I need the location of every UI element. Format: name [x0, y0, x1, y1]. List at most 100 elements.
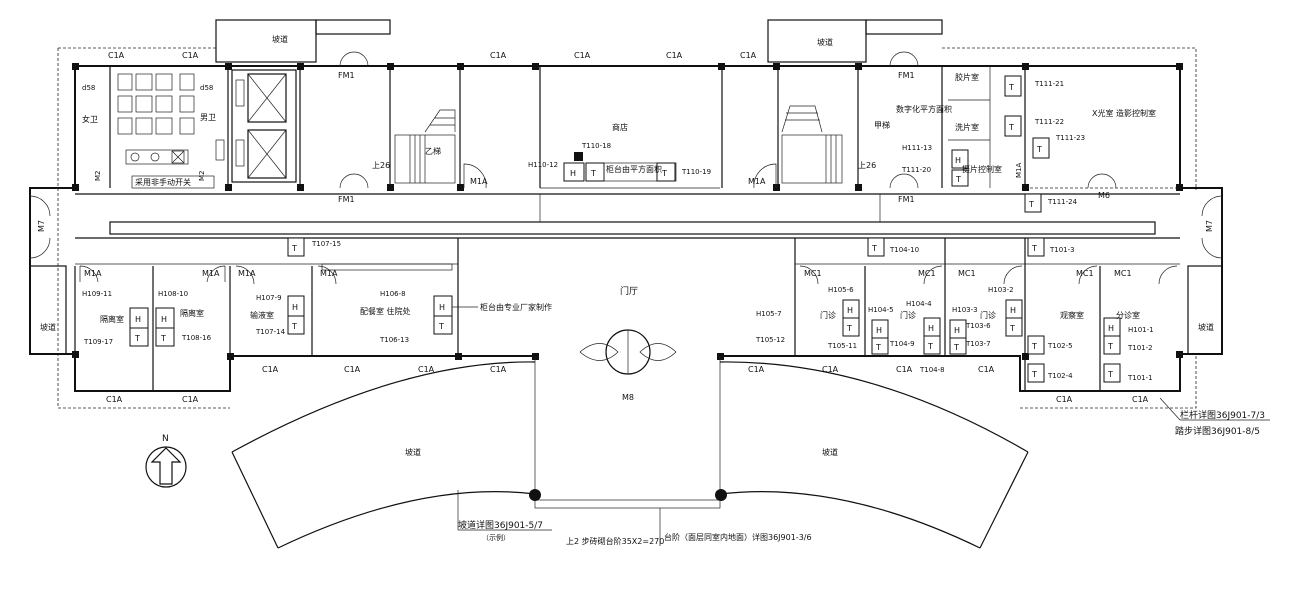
- plan-label: H105-7: [756, 310, 782, 318]
- room-hall: 门厅: [620, 285, 638, 297]
- plan-label: H: [955, 156, 961, 165]
- north-arrow: N: [145, 434, 187, 488]
- side-ramps: 坡道 坡道: [29, 265, 1223, 355]
- window-label: C1A: [666, 51, 683, 60]
- plan-label: T: [1031, 370, 1037, 379]
- platform-note: 台阶（面层同室内地面）详图36J901-3/6: [664, 532, 812, 542]
- plan-label: H: [1010, 306, 1016, 315]
- plan-label: MC1: [804, 269, 822, 278]
- plan-label: H107-9: [256, 294, 282, 302]
- plan-label: H: [954, 326, 960, 335]
- fixture-right-label: d58: [200, 84, 213, 92]
- plan-label: H: [570, 169, 576, 178]
- plan-label: T105-12: [755, 336, 785, 344]
- plan-label: T102-5: [1047, 342, 1073, 350]
- plan-label: T: [160, 334, 166, 343]
- filming-room: 摄片控制室: [962, 164, 1002, 174]
- room-observe: 观察室: [1060, 310, 1084, 320]
- detail-notes: 栏杆详图36J901-7/3 踏步详图36J901-8/5 坡道详图36J901…: [457, 397, 1270, 546]
- fixture-left-label: d58: [82, 84, 95, 92]
- room-labels: 商店 门厅 隔离室 隔离室 输液室 分诊室 门诊 门诊 门诊 观察室 胶片室 洗…: [100, 72, 1156, 324]
- plan-label: T: [875, 343, 881, 352]
- plan-label: FM1: [898, 195, 915, 204]
- plan-label: T109-17: [83, 338, 113, 346]
- equipment: H T T T T T H T T T T T H T H T H T H T …: [129, 75, 1121, 383]
- plan-label: H104-4: [906, 300, 932, 308]
- stair-labels: 上26 上26 乙梯 甲梯: [372, 120, 890, 170]
- plan-label: M7: [37, 220, 46, 232]
- ramp-bottom-left-label: 坡道: [405, 447, 421, 457]
- plan-label: T: [291, 322, 297, 331]
- plan-label: T: [1107, 342, 1113, 351]
- plan-label: H106-8: [380, 290, 406, 298]
- plan-label: T: [927, 342, 933, 351]
- room-infusion: 输液室: [250, 310, 274, 320]
- room-106: 配餐室 住院处: [360, 306, 411, 316]
- plan-label: H: [1108, 324, 1114, 333]
- window-label: C1A: [978, 365, 995, 374]
- window-label: C1A: [740, 51, 757, 60]
- plan-label: H103-3: [952, 306, 978, 314]
- plan-label: H: [928, 324, 934, 333]
- plan-label: M1A: [238, 269, 256, 278]
- room-film: 胶片室: [955, 72, 979, 82]
- window-labels: C1A C1A C1A C1A C1A C1A C1A C1A C1A C1A …: [106, 51, 1149, 404]
- plan-label: T107-14: [255, 328, 286, 336]
- window-label: C1A: [182, 51, 199, 60]
- plan-label: T: [1009, 324, 1015, 333]
- plan-label: H: [847, 306, 853, 315]
- plan-label: T: [1031, 342, 1037, 351]
- window-label: C1A: [262, 365, 279, 374]
- plan-label: T111-21: [1034, 80, 1064, 88]
- plan-label: T: [1107, 370, 1113, 379]
- plan-label: H101-1: [1128, 326, 1154, 334]
- plan-label: M2: [198, 171, 206, 182]
- plan-label: T: [590, 169, 596, 178]
- plan-label: H: [135, 315, 141, 324]
- window-label: C1A: [106, 395, 123, 404]
- plan-label: H110-12: [528, 161, 558, 169]
- step-count-note: 上2 步砖砌台阶35X2=270: [566, 536, 664, 546]
- plan-label: M1A: [470, 177, 488, 186]
- plan-label: 乙梯: [425, 146, 441, 156]
- room-xray: X光室 造影控制室: [1092, 108, 1156, 118]
- plan-label: T111-23: [1055, 134, 1085, 142]
- room-clinic-3: 门诊: [980, 310, 996, 320]
- room-isolation-2: 隔离室: [180, 308, 204, 318]
- entrance-door-m8: M8: [579, 329, 677, 402]
- ramp-top-left-label: 坡道: [272, 34, 288, 44]
- ramp-right-label: 坡道: [1198, 322, 1214, 332]
- plan-label: M7: [1205, 220, 1214, 232]
- plan-label: MC1: [958, 269, 976, 278]
- plan-label: H108-10: [158, 290, 188, 298]
- door-swings: [29, 51, 1223, 285]
- plan-label: M2: [94, 171, 102, 182]
- plan-label: MC1: [918, 269, 936, 278]
- ramp-top-right-label: 坡道: [817, 37, 833, 47]
- plan-label: M1A: [320, 269, 338, 278]
- plan-label: M1A: [1015, 163, 1023, 178]
- plan-label: T111-24: [1047, 198, 1078, 206]
- plan-label: T103-7: [965, 340, 991, 348]
- door-m8-label: M8: [622, 393, 634, 402]
- plan-label: T: [291, 244, 297, 253]
- window-label: C1A: [344, 365, 361, 374]
- plan-label: T: [955, 175, 961, 184]
- men-toilet-label: 男卫: [200, 113, 216, 122]
- plan-label: FM1: [338, 195, 355, 204]
- plan-label: T106-13: [379, 336, 409, 344]
- plan-label: T: [1031, 244, 1037, 253]
- plan-label: H109-11: [82, 290, 112, 298]
- counter-note: 柜台由专业厂家制作: [480, 302, 552, 312]
- plan-label: T108-16: [181, 334, 212, 342]
- door-labels: FM1 FM1 FM1 FM1 M1A M1A M1A M1A M1A M1A …: [37, 71, 1214, 278]
- ramp-bottom-right-label: 坡道: [822, 447, 838, 457]
- plan-label: T104-8: [919, 366, 945, 374]
- ramp-left-label: 坡道: [40, 322, 56, 332]
- plan-label: H103-2: [988, 286, 1014, 294]
- plan-label: H: [876, 326, 882, 335]
- plan-label: FM1: [338, 71, 355, 80]
- plan-label: H: [439, 303, 445, 312]
- plan-label: 上26: [372, 161, 390, 170]
